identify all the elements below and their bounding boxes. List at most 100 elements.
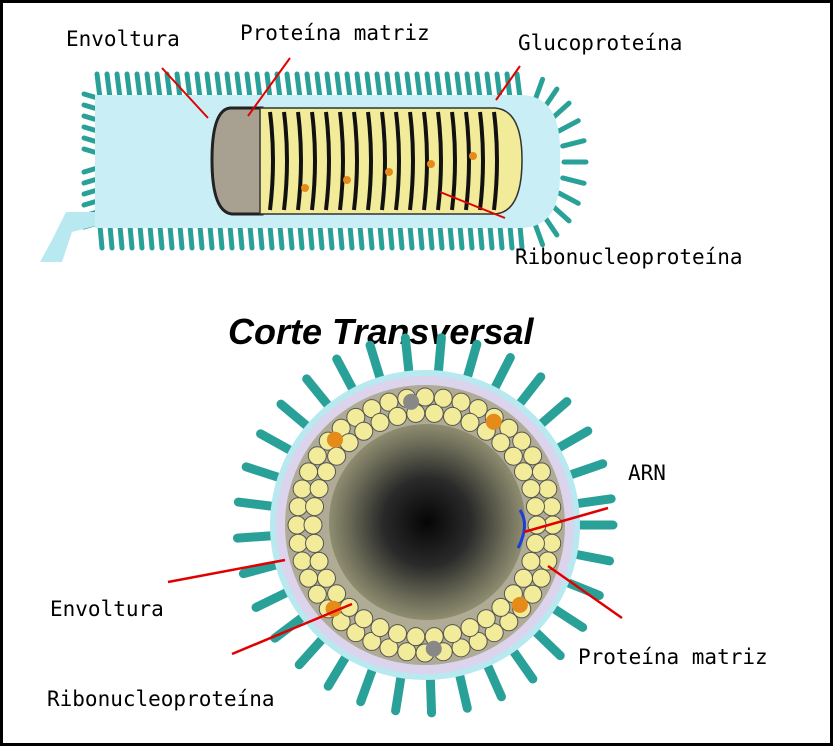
rnp-bead [317,463,335,481]
glycoprotein-spike [559,193,578,203]
label-glycoprotein-top: Glucoproteína [518,31,682,55]
glycoprotein-spike [247,74,250,98]
matrix-dot [403,394,419,410]
rnp-bead [532,463,550,481]
rnp-bead [389,625,407,643]
matrix-dot [469,152,477,160]
rnp-bead [543,498,561,516]
glycoprotein-spike [417,74,420,98]
cross-spike [261,434,292,451]
glycoprotein-spike [510,226,512,248]
glycoprotein-spike [535,79,543,100]
glycoprotein-spike [217,74,220,98]
cross-spike [430,677,431,713]
rnp-bead [310,480,328,498]
glycoprotein-spike [545,89,557,107]
rnp-bead [461,413,479,431]
rnp-bead [340,434,358,452]
cross-spike [566,582,599,595]
cross-spike [519,377,541,405]
cross-spike [487,664,502,697]
cross-spike [540,402,567,426]
glycoprotein-spike [487,74,490,98]
matrix-dot [512,597,528,613]
cross-spike [238,502,274,506]
rnp-bead [492,598,510,616]
matrix-dot [385,168,393,176]
rnp-bead [425,404,443,422]
rnp-bead [328,585,346,603]
label-envelope-cross: Envoltura [50,597,164,621]
glycoprotein-spike [127,74,130,98]
matrix-dot [343,176,351,184]
glycoprotein-spike [270,226,272,248]
rnp-bead [515,463,533,481]
rnp-bead [308,447,326,465]
glycoprotein-spike [507,74,510,98]
matrix-dot [327,432,343,448]
glycoprotein-spike [563,141,584,146]
glycoprotein-spike [207,74,210,98]
glycoprotein-spike [317,74,320,98]
virion-longitudinal [40,74,586,262]
glycoprotein-spike [297,74,300,98]
glycoprotein-spike [280,226,282,248]
glycoprotein-spike [470,226,472,248]
glycoprotein-spike [210,226,212,248]
rnp-bead [355,422,373,440]
glycoprotein-spike [480,226,482,248]
rnp-bead [443,625,461,643]
rnp-bead [289,534,307,552]
rnp-bead [526,498,544,516]
glycoprotein-spike [107,74,110,98]
glycoprotein-spike [157,74,160,98]
cross-spike [494,357,510,389]
cross-spike [307,379,330,407]
glycoprotein-spike [300,226,302,248]
rnp-bead [526,534,544,552]
glycoprotein-spike [137,74,140,98]
glycoprotein-spike [120,226,122,248]
glycoprotein-spike [559,121,578,131]
glycoprotein-spike [97,74,100,98]
glycoprotein-spike [545,217,557,235]
glycoprotein-spike [237,74,240,98]
rnp-bead [532,569,550,587]
glycoprotein-spike [377,74,380,98]
glycoprotein-spike [110,226,112,248]
matrix-dot [486,414,502,430]
rnp-bead [443,407,461,425]
glycoprotein-spike [257,74,260,98]
rnp-bead [371,619,389,637]
cross-spike [574,554,609,561]
glycoprotein-spike [447,74,450,98]
rnp-bead [306,534,324,552]
glycoprotein-spike [477,74,480,98]
rnp-bead [515,569,533,587]
glycoprotein-spike [440,226,442,248]
rnp-bead [328,447,346,465]
glycoprotein-spike [250,226,252,248]
cross-spike [396,675,402,711]
label-matrix-protein-top: Proteína matriz [240,21,430,45]
label-envelope-top: Envoltura [66,27,180,51]
label-ribonucleoprotein-cross: Ribonucleoproteína [47,687,275,711]
cross-spike [438,338,441,374]
glycoprotein-spike [277,74,280,98]
glycoprotein-spike [357,74,360,98]
glycoprotein-spike [420,226,422,248]
rnp-bead [522,552,540,570]
glycoprotein-spike [410,226,412,248]
rnp-bead [308,585,326,603]
cross-spike [328,655,347,686]
rnp-bead [492,434,510,452]
cross-spike [299,638,323,665]
glycoprotein-spike [427,74,430,98]
cross-spike [405,338,409,374]
rnp-bead [355,610,373,628]
virion-cross-section [237,338,613,713]
glycoprotein-spike [260,226,262,248]
rnp-bead [317,569,335,587]
glycoprotein-spike [200,226,202,248]
rnp-bead [461,619,479,637]
